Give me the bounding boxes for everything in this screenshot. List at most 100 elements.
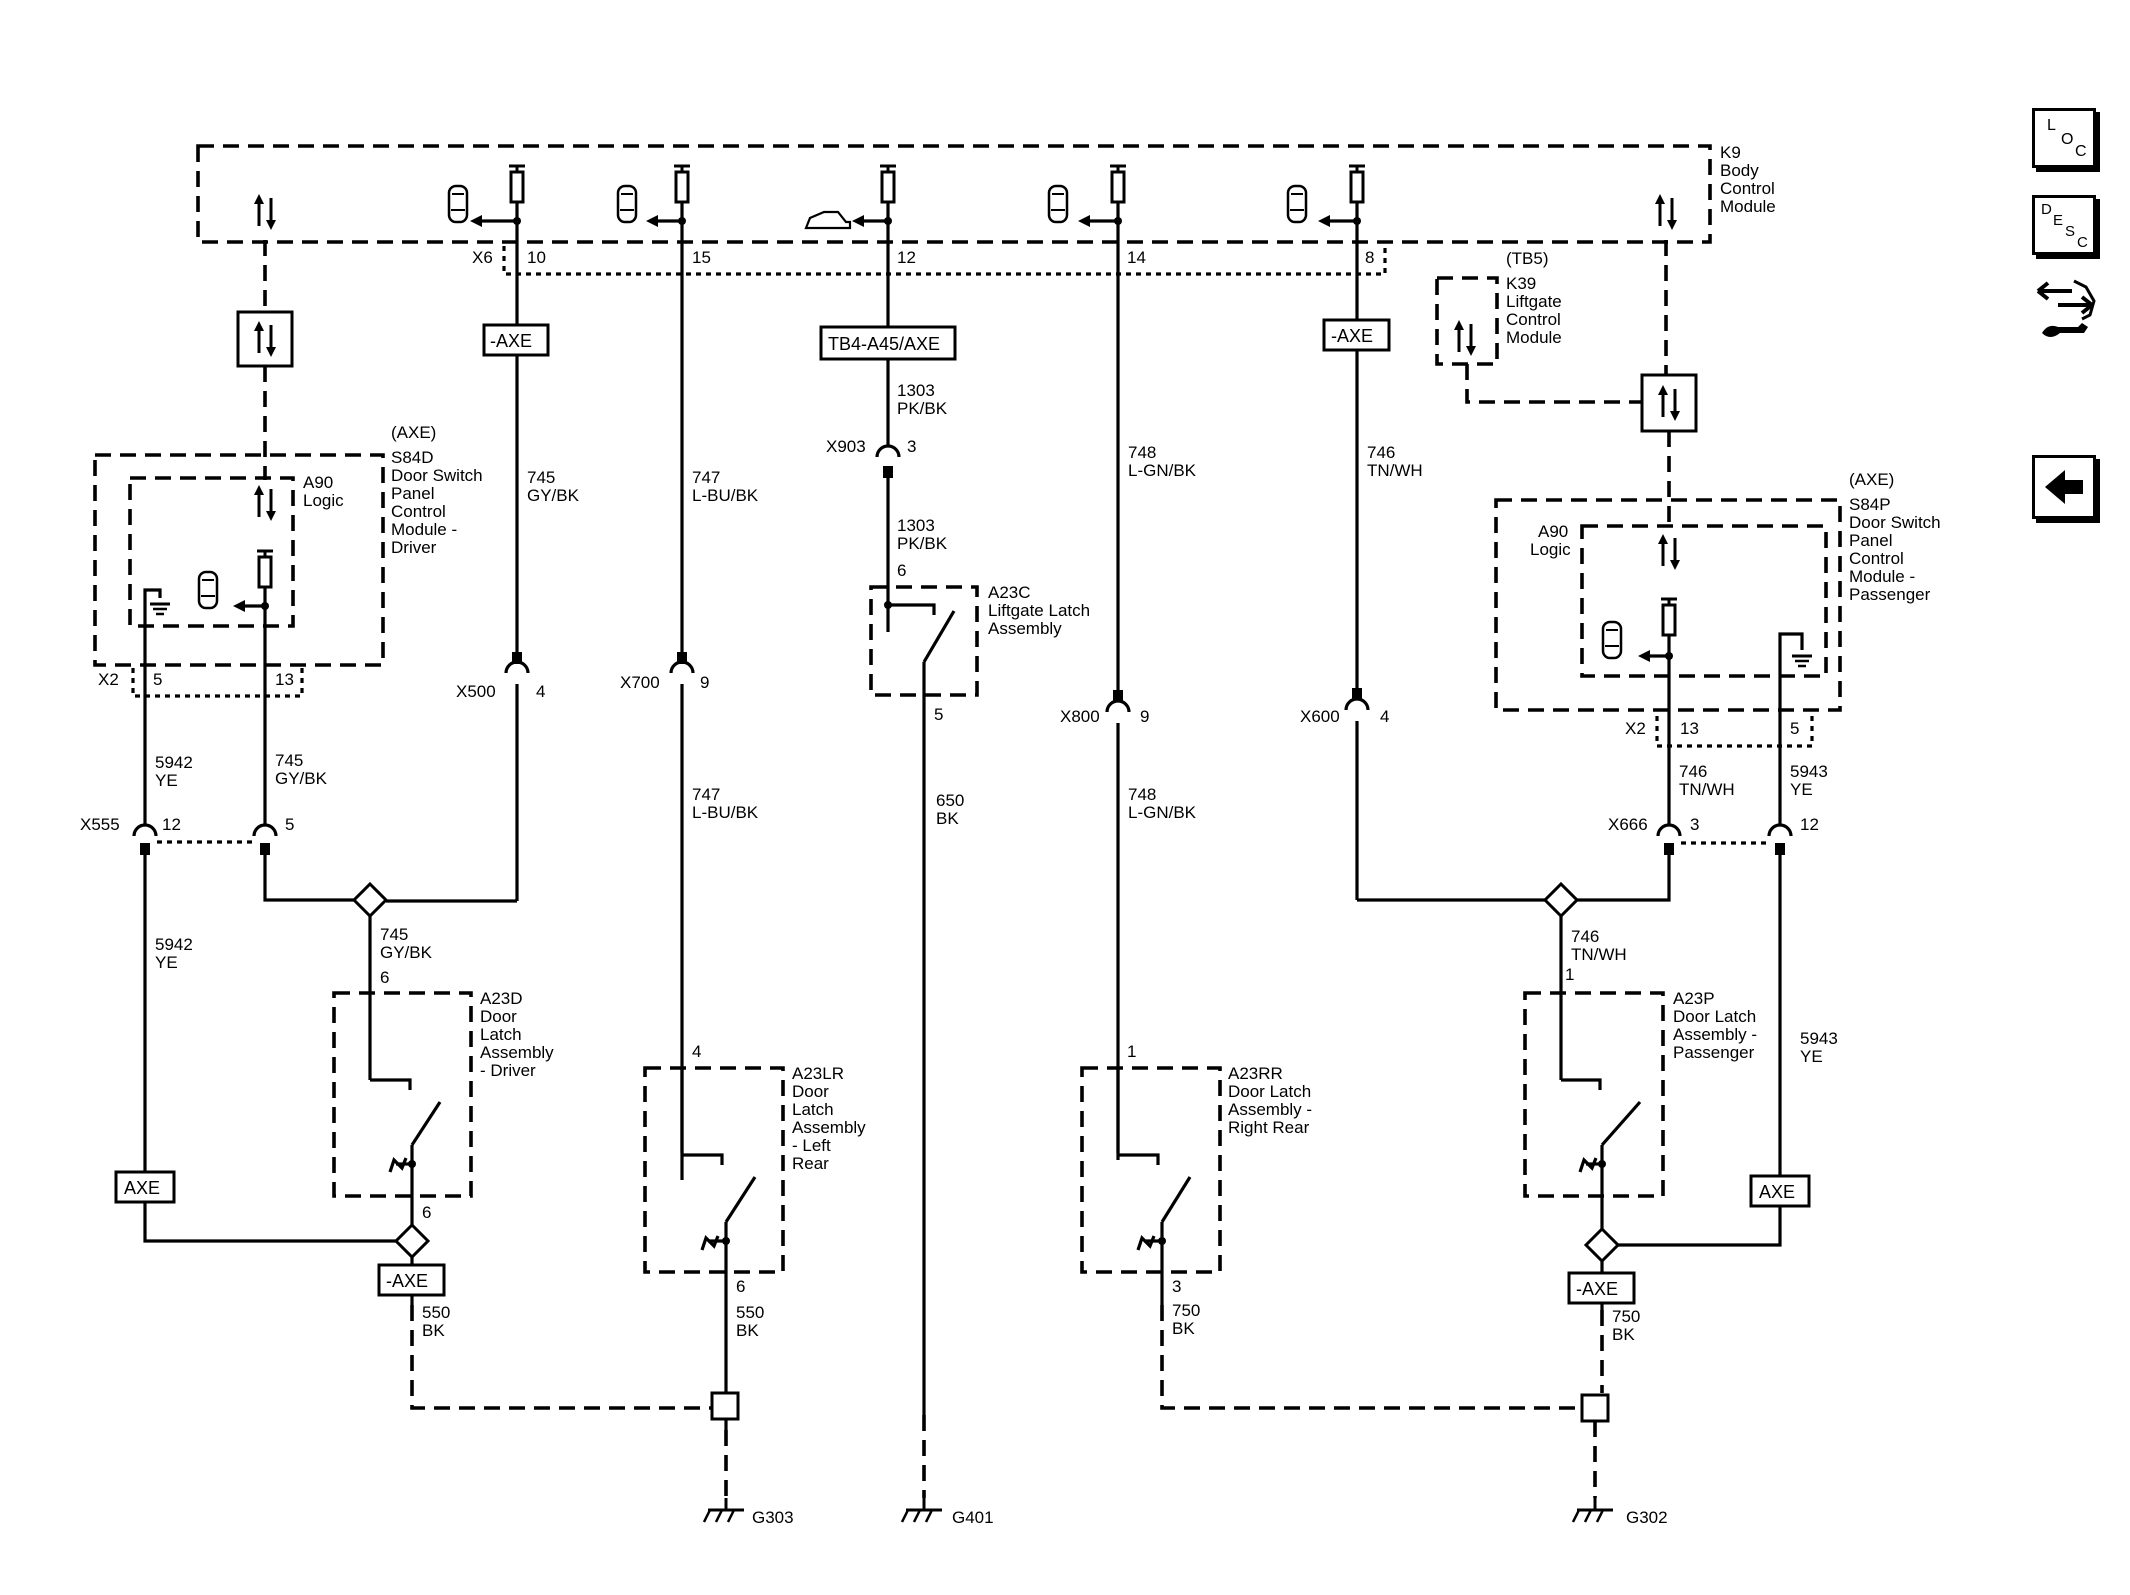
loc-letter: L: [2047, 117, 2056, 134]
s84p-option: (AXE): [1849, 470, 1894, 489]
wire-745-number: 745: [275, 751, 303, 770]
a23p-id: A23P: [1673, 989, 1715, 1008]
k9-id: K9: [1720, 143, 1741, 162]
fuse-icon: [672, 164, 692, 204]
pin-8: 8: [1365, 248, 1374, 267]
fuse-icon: [1347, 164, 1367, 204]
a23rr-label: Assembly -: [1228, 1100, 1312, 1119]
wire-748-color: L-GN/BK: [1128, 803, 1197, 822]
wire-550-number: 550: [422, 1303, 450, 1322]
k9-input-12: [804, 164, 898, 230]
s84p-a90-outline: [1580, 524, 1828, 678]
x2-right-label: X2: [1625, 719, 1646, 738]
a23d-id: A23D: [480, 989, 523, 1008]
k39-label: Module: [1506, 328, 1562, 347]
k9-label-1: Body: [1720, 161, 1759, 180]
pin-15: 15: [692, 248, 711, 267]
a23c-id: A23C: [988, 583, 1031, 602]
wire-1303-color: PK/BK: [897, 534, 948, 553]
x700-label: X700: [620, 673, 660, 692]
splice-box: [1580, 1393, 1610, 1423]
s84p-label: Control: [1849, 549, 1904, 568]
option-tag: [482, 323, 550, 357]
wire-5943-color: YE: [1800, 1047, 1823, 1066]
a23p-label: Assembly -: [1673, 1025, 1757, 1044]
s84p-a90-label: Logic: [1530, 540, 1571, 559]
x700-connector-icon: [669, 660, 695, 674]
x555-pin-5: 5: [285, 815, 294, 834]
a23d-latch-switch: [370, 1078, 442, 1238]
pin-10: 10: [527, 248, 546, 267]
fuse-icon: [507, 164, 527, 204]
wire-1303-color: PK/BK: [897, 399, 948, 418]
a23d-outline: [332, 991, 473, 1198]
desc-letter: D: [2041, 201, 2052, 218]
x500-connector-icon: [504, 660, 530, 674]
desc-letter: E: [2053, 212, 2064, 229]
a23d-label: Door: [480, 1007, 517, 1026]
x2-right-pin-13: 13: [1680, 719, 1699, 738]
loc-button[interactable]: L O C: [2032, 108, 2096, 168]
wire-5942-color: YE: [155, 771, 178, 790]
s84d-label: Module -: [391, 520, 457, 539]
desc-button[interactable]: D E S C: [2032, 195, 2096, 255]
loc-letter: O: [2061, 131, 2074, 148]
k9-label-2: Control: [1720, 179, 1775, 198]
a23rr-label: Door Latch: [1228, 1082, 1311, 1101]
wire-745-number: 745: [527, 468, 555, 487]
x600-connector-icon: [1344, 697, 1370, 711]
a23rr-outline: [1080, 1066, 1222, 1274]
x700-pin: 9: [700, 673, 709, 692]
splice-diamond: [1583, 1226, 1621, 1264]
a23lr-latch-switch: [680, 1068, 757, 1393]
wire-748-number: 748: [1128, 443, 1156, 462]
s84p-label: Panel: [1849, 531, 1892, 550]
wire-750-color: BK: [1612, 1325, 1635, 1344]
liftgate-pin-6: 6: [897, 561, 906, 580]
wire-650-color: BK: [936, 809, 959, 828]
wire-745-number: 745: [380, 925, 408, 944]
a23rr-latch-switch: [1116, 1068, 1192, 1305]
back-button[interactable]: [2032, 455, 2096, 519]
pin-12: 12: [897, 248, 916, 267]
wire-5942-number: 5942: [155, 753, 193, 772]
x6-label: X6: [472, 248, 493, 267]
k9-input-14: [1047, 164, 1128, 227]
a23rr-pin: 1: [1127, 1042, 1136, 1061]
splice-diamond: [1542, 881, 1580, 919]
k9-label-3: Module: [1720, 197, 1776, 216]
fuse-icon: [255, 549, 275, 589]
wire-750-number: 750: [1172, 1301, 1200, 1320]
s84p-label: Passenger: [1849, 585, 1931, 604]
s84d-label: Control: [391, 502, 446, 521]
x2-left-pin-13: 13: [275, 670, 294, 689]
x500-pin: 4: [536, 682, 545, 701]
x2-right-pin-5: 5: [1790, 719, 1799, 738]
k39-outline: [1435, 276, 1499, 366]
wire-746-color: TN/WH: [1367, 461, 1423, 480]
option-tag: [377, 1263, 446, 1297]
x903-pin: 3: [907, 437, 916, 456]
k9-input-8: [1286, 164, 1367, 227]
wire-650-number: 650: [936, 791, 964, 810]
wire-748-number: 748: [1128, 785, 1156, 804]
door-ajar-icon: [1601, 620, 1623, 660]
connector-wrench-icon[interactable]: [2032, 275, 2098, 345]
wire-748-color: L-GN/BK: [1128, 461, 1197, 480]
s84d-id: S84D: [391, 448, 434, 467]
a23c-label: Liftgate Latch: [988, 601, 1090, 620]
wire-5942-color: YE: [155, 953, 178, 972]
a23lr-label: Door: [792, 1082, 829, 1101]
s84p-id: S84P: [1849, 495, 1891, 514]
wire-747-number: 747: [692, 785, 720, 804]
x2-left-pin-5: 5: [153, 670, 162, 689]
a23lr-outline: [643, 1066, 785, 1274]
option-tag-text: -AXE: [386, 1271, 428, 1291]
s84p-label: Door Switch: [1849, 513, 1941, 532]
a23rr-label: Right Rear: [1228, 1118, 1310, 1137]
chassis-ground-icon: [148, 602, 172, 616]
wire-1303-number: 1303: [897, 516, 935, 535]
a23c-outline: [869, 585, 979, 697]
x666-connector-icon: [1656, 823, 1682, 837]
ground-icon: [900, 1496, 944, 1524]
